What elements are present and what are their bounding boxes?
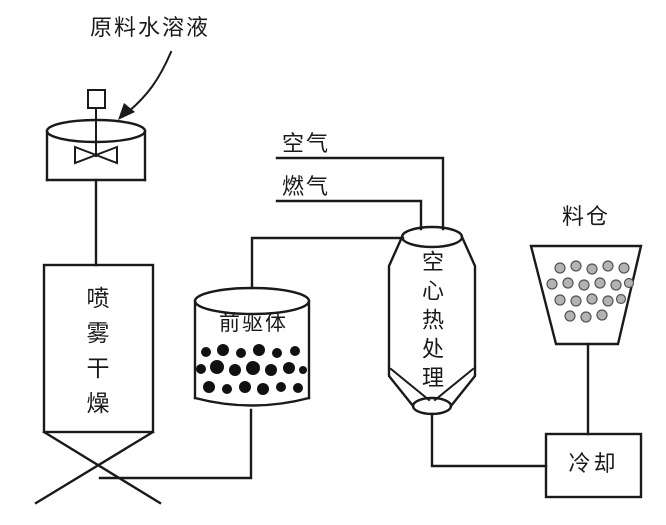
feed-arrow xyxy=(118,50,173,120)
drum-bottom xyxy=(193,396,311,407)
label-precursor: 前驱体 xyxy=(219,312,288,335)
pipe-fuel-gas xyxy=(275,199,423,231)
label-fuel-gas: 燃气 xyxy=(282,174,331,199)
vessel-cone-right xyxy=(433,367,475,402)
pipe-heater-to-cooler xyxy=(430,412,548,468)
dryer-body xyxy=(42,263,155,434)
impeller-right xyxy=(93,145,118,165)
pipe-drum-to-heater xyxy=(250,236,405,290)
pipe-air xyxy=(275,156,445,231)
dryer-cone-right xyxy=(34,430,155,505)
arrow-head xyxy=(118,103,135,120)
vessel-top xyxy=(400,225,464,249)
hopper xyxy=(529,244,643,346)
vessel-wall-right xyxy=(449,235,477,408)
stirred-tank xyxy=(45,89,147,182)
pipe-dryer-to-drum xyxy=(98,408,253,480)
precursor-drum xyxy=(193,286,311,407)
vessel-wall-left xyxy=(387,235,415,408)
heat-treatment-vessel xyxy=(387,225,477,416)
label-spray-drying: 喷雾干燥 xyxy=(83,286,109,426)
label-hopper: 料仓 xyxy=(562,204,611,229)
vessel-outlet xyxy=(411,396,453,416)
stirrer-motor xyxy=(87,89,106,109)
hopper-body xyxy=(529,244,643,346)
vessel-cone-left xyxy=(389,367,431,402)
drum-rim xyxy=(193,286,311,316)
impeller-left xyxy=(74,145,99,165)
spray-dryer xyxy=(34,263,162,505)
precursor-particles xyxy=(196,344,307,395)
label-feed-solution: 原料水溶液 xyxy=(90,15,211,40)
cooler-box xyxy=(544,432,643,499)
label-air: 空气 xyxy=(282,131,331,156)
arrow-curve xyxy=(126,50,173,114)
label-heat-treatment: 空心热处理 xyxy=(419,250,444,395)
hopper-particles xyxy=(546,260,635,323)
dryer-cone-left xyxy=(42,430,162,505)
label-cooling: 冷却 xyxy=(568,451,619,476)
